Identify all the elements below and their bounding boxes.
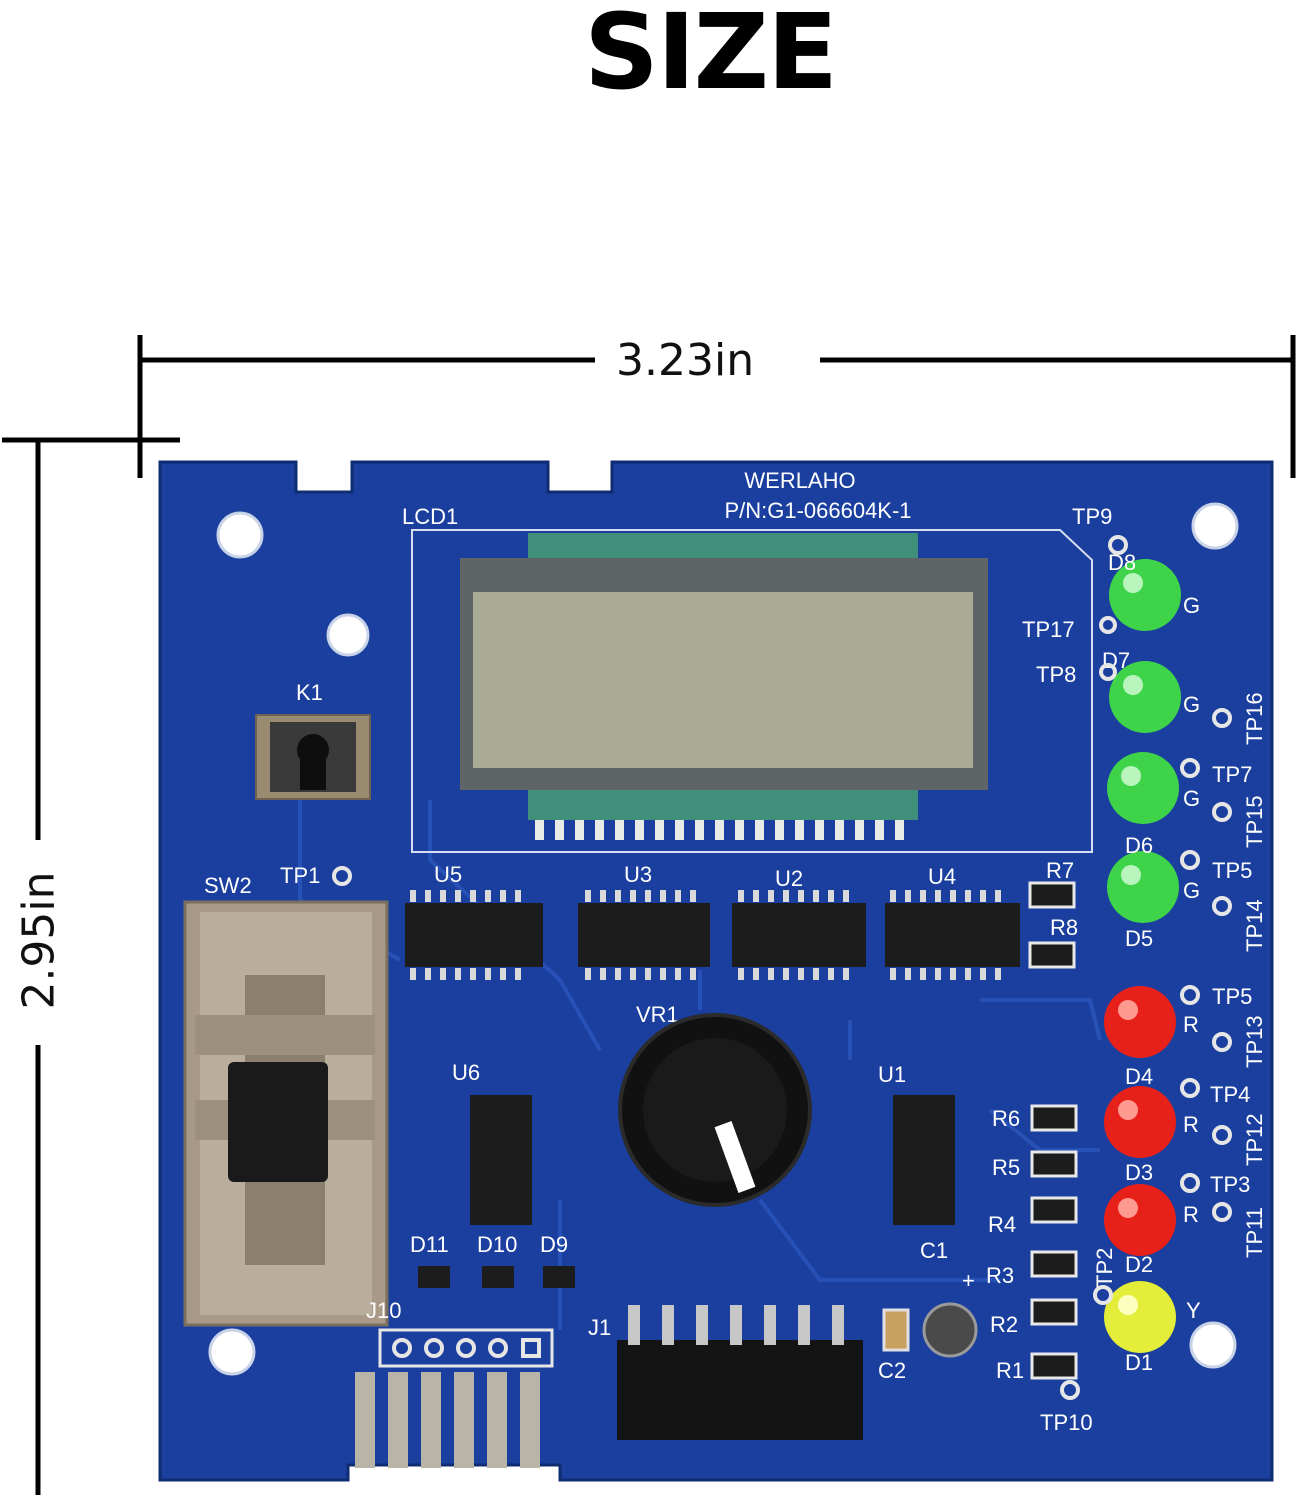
d11-label: D11 (410, 1232, 449, 1257)
d8-label: D8 (1108, 550, 1136, 575)
d4-label: D4 (1125, 1064, 1153, 1089)
ic-u1 (893, 1095, 955, 1225)
plus-label: + (962, 1268, 975, 1293)
tp13-label: TP13 (1242, 1015, 1267, 1068)
led-d4-red (1104, 986, 1176, 1058)
smd-diodes (418, 1266, 575, 1288)
page-title: SIZE (583, 0, 838, 113)
led-d7-green (1109, 661, 1181, 733)
brand-silkscreen: WERLAHO (744, 468, 855, 493)
g-label-d6: G (1183, 786, 1200, 811)
d6-label: D6 (1125, 833, 1153, 858)
tp11-label: TP11 (1242, 1207, 1267, 1258)
tp10-label: TP10 (1040, 1410, 1093, 1435)
c2-label: C2 (878, 1358, 906, 1383)
pcb-board (158, 460, 1274, 1482)
u2-label: U2 (775, 866, 803, 891)
r5-label: R5 (992, 1155, 1020, 1180)
j1-pin-header (617, 1305, 863, 1440)
g-label-d8: G (1183, 593, 1200, 618)
d3-label: D3 (1125, 1160, 1153, 1185)
g-label-d5: G (1183, 878, 1200, 903)
ic-u5 (405, 903, 543, 967)
tp12-label: TP12 (1242, 1113, 1267, 1166)
tp3-label: TP3 (1210, 1172, 1250, 1197)
lcd1-label: LCD1 (402, 504, 458, 529)
lcd-display (411, 529, 1093, 853)
tp1-label: TP1 (280, 863, 320, 888)
led-d3-red (1104, 1086, 1176, 1158)
d10-label: D10 (477, 1232, 517, 1257)
ic-u2 (732, 903, 866, 967)
card-edge-connector (355, 1372, 540, 1468)
r-label-d3: R (1183, 1112, 1199, 1137)
sw2-slide-switch (183, 900, 389, 1327)
r-label-d4: R (1183, 1012, 1199, 1037)
sw2-label: SW2 (204, 873, 252, 898)
d9-label: D9 (540, 1232, 568, 1257)
led-d2-red (1104, 1184, 1176, 1256)
r7-label: R7 (1046, 858, 1074, 883)
led-d6-green (1107, 752, 1179, 824)
led-d5-green (1107, 851, 1179, 923)
c2-capacitor (882, 1308, 910, 1352)
r1-label: R1 (996, 1358, 1024, 1383)
tp16-label: TP16 (1242, 692, 1267, 745)
tp5-label-upper: TP5 (1212, 858, 1252, 883)
c1-label: C1 (920, 1238, 948, 1263)
led-d1-yellow (1104, 1281, 1176, 1353)
r-label-d2: R (1183, 1202, 1199, 1227)
tp8-label: TP8 (1036, 662, 1076, 687)
ic-u6 (470, 1095, 532, 1225)
width-dimension-line (137, 335, 1296, 478)
ic-u4 (885, 903, 1020, 967)
tp15-label: TP15 (1242, 795, 1267, 848)
d1-label: D1 (1125, 1350, 1153, 1375)
d5-label: D5 (1125, 926, 1153, 951)
ic-u3 (578, 903, 710, 967)
tp7-label: TP7 (1212, 762, 1252, 787)
tp9-label: TP9 (1072, 504, 1112, 529)
lcd-screen (473, 592, 973, 768)
y-label-d1: Y (1186, 1298, 1201, 1323)
u3-label: U3 (624, 862, 652, 887)
r3-label: R3 (986, 1263, 1014, 1288)
g-label-d7: G (1183, 692, 1200, 717)
k1-push-button (255, 714, 371, 800)
j1-label: J1 (588, 1315, 611, 1340)
u1-label: U1 (878, 1062, 906, 1087)
r8-label: R8 (1050, 915, 1078, 940)
width-dimension-label: 3.23in (600, 335, 771, 386)
tp14-label: TP14 (1242, 899, 1267, 952)
tp2-label: TP2 (1092, 1248, 1117, 1288)
c1-capacitor (922, 1302, 978, 1358)
r2-label: R2 (990, 1312, 1018, 1337)
r4-label: R4 (988, 1212, 1016, 1237)
j10-label: J10 (366, 1298, 401, 1323)
vr1-label: VR1 (636, 1002, 679, 1027)
vr1-knob (618, 1013, 812, 1207)
tp17-label: TP17 (1022, 617, 1075, 642)
r6-label: R6 (992, 1106, 1020, 1131)
u4-label: U4 (928, 864, 956, 889)
k1-label: K1 (296, 680, 323, 705)
test-points (1093, 535, 1232, 1305)
mounting-holes (208, 502, 1239, 1376)
tp4-label: TP4 (1210, 1082, 1250, 1107)
u6-label: U6 (452, 1060, 480, 1085)
height-dimension-line (2, 437, 180, 1495)
smd-resistors (1028, 881, 1078, 1380)
led-d8-green (1109, 559, 1181, 631)
d2-label: D2 (1125, 1252, 1153, 1277)
u5-label: U5 (434, 862, 462, 887)
tp5-label-lower: TP5 (1212, 984, 1252, 1009)
part-number-silkscreen: P/N:G1-066604K-1 (724, 498, 911, 523)
